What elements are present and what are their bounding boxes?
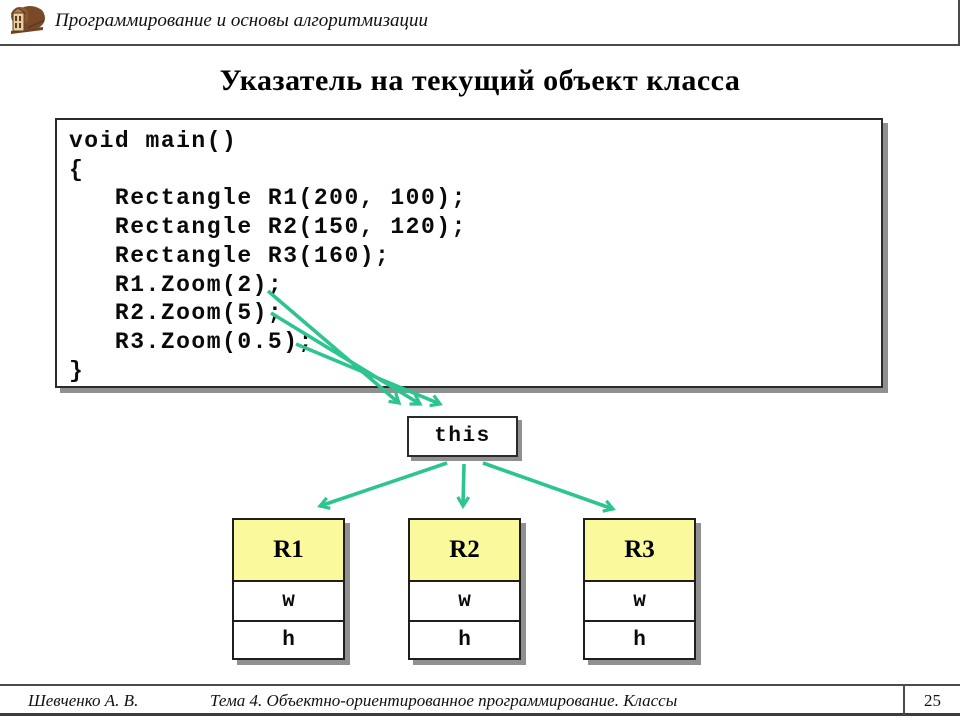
object-name: R3: [585, 520, 694, 582]
code-line: R1.Zoom(2);: [69, 271, 284, 298]
object-field-w: w: [633, 589, 646, 613]
header: Программирование и основы алгоритмизации: [0, 0, 960, 46]
code-line: }: [69, 357, 85, 384]
page-title: Указатель на текущий объект класса: [219, 64, 741, 97]
object-field-h: h: [585, 620, 694, 658]
footer-author: Шевченко А. В.: [28, 691, 139, 710]
object-field-w: w: [282, 589, 295, 613]
code-line: Rectangle R2(150, 120);: [69, 214, 467, 241]
object-name: R1: [234, 520, 343, 582]
footer: Шевченко А. В. Тема 4. Объектно-ориентир…: [0, 684, 960, 716]
object-box-r2: R2 w h: [408, 518, 521, 660]
object-field-w: w: [458, 589, 471, 613]
arrow-this-to-r3: [482, 461, 616, 513]
object-field-h: h: [234, 620, 343, 658]
object-box-r3: R3 w h: [583, 518, 696, 660]
code-line: R3.Zoom(0.5);: [69, 328, 314, 355]
footer-topic: Тема 4. Объектно-ориентированное програм…: [210, 691, 678, 710]
code-block: void main() { Rectangle R1(200, 100); Re…: [55, 118, 883, 388]
course-title: Программирование и основы алгоритмизации: [55, 10, 429, 31]
code-line: R2.Zoom(5);: [69, 300, 284, 327]
arrow-this-to-r2: [456, 463, 471, 510]
code-line: Rectangle R3(160);: [69, 242, 391, 269]
code-line: {: [69, 156, 85, 183]
object-box-r1: R1 w h: [232, 518, 345, 660]
this-pointer-box: this: [407, 416, 518, 457]
object-name: R2: [410, 520, 519, 582]
code-line: void main(): [69, 128, 238, 154]
code-line: Rectangle R1(200, 100);: [69, 185, 467, 212]
object-field-h: h: [410, 620, 519, 658]
arrow-this-to-r1: [317, 461, 448, 510]
university-emblem-icon: [10, 6, 45, 34]
page-number: 25: [903, 686, 960, 715]
